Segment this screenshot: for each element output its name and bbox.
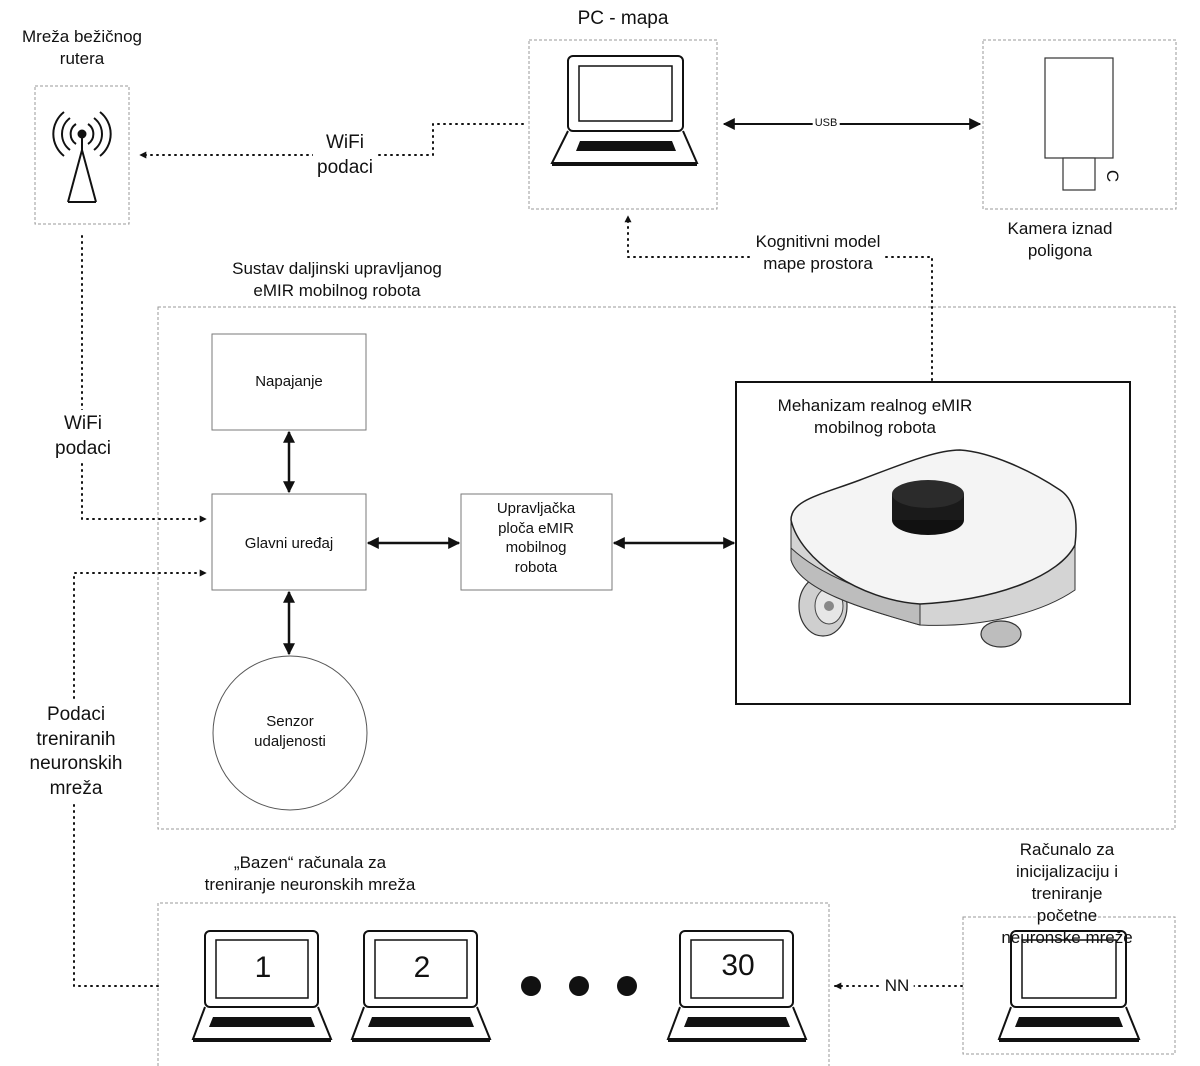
- router-box: [34, 85, 130, 225]
- pool-laptop-1: [191, 930, 333, 1042]
- wifi-top-label: WiFi podaci: [313, 131, 377, 181]
- pc-title: PC - mapa: [577, 8, 669, 29]
- trained-data-connector: [73, 569, 207, 987]
- camera-icon: [1044, 57, 1114, 191]
- pc-laptop-icon: [550, 55, 699, 166]
- router-title: Mreža bežičnog rutera: [21, 27, 143, 69]
- main-device-label: Glavni uređaj: [244, 535, 334, 552]
- pool-laptop-30-number: 30: [721, 949, 755, 982]
- camera-box: [982, 39, 1177, 210]
- init-computer-laptop-icon: [997, 930, 1141, 1042]
- ellipsis-dots: [521, 976, 637, 996]
- camera-title: Kamera iznad poligona: [1007, 219, 1113, 261]
- power-box: [211, 333, 367, 431]
- sensor-circle: [212, 655, 368, 811]
- pool-laptop-1-number: 1: [254, 951, 272, 984]
- pool-box: [157, 902, 830, 1066]
- robot-illustration: [790, 449, 1077, 648]
- nn-label: NN: [880, 975, 914, 998]
- pool-laptop-2: [350, 930, 492, 1042]
- pool-laptop-2-number: 2: [413, 951, 431, 984]
- trained-data-label: Podaci treniranih neuronskih mreža: [25, 701, 127, 804]
- init-computer-title: Računalo za inicijalizaciju i treniranje…: [1001, 840, 1133, 948]
- pc-box: [528, 39, 718, 210]
- pool-laptop-30: [666, 930, 808, 1042]
- cognitive-model-label: Kognitivni model mape prostora: [751, 231, 885, 276]
- control-board-box: [460, 493, 613, 591]
- system-title: Sustav daljinski upravljanog eMIR mobiln…: [232, 259, 442, 301]
- system-box: [157, 306, 1176, 830]
- power-label: Napajanje: [255, 373, 323, 390]
- wifi-left-connector: [81, 235, 207, 523]
- wifi-left-label: WiFi podaci: [51, 410, 115, 464]
- usb-label: USB: [812, 116, 840, 131]
- sensor-label: Senzor udaljenosti: [254, 713, 326, 750]
- init-computer-box: [962, 916, 1176, 1055]
- wireless-router-icon: [52, 111, 112, 203]
- mechanism-label: Mehanizam realnog eMIR mobilnog robota: [777, 396, 973, 438]
- camera-mark: C: [1103, 169, 1123, 183]
- control-board-label: Upravljačka ploča eMIR mobilnog robota: [496, 500, 576, 576]
- main-device-box: [211, 493, 367, 591]
- pool-title: „Bazen“ računala za treniranje neuronski…: [204, 853, 416, 895]
